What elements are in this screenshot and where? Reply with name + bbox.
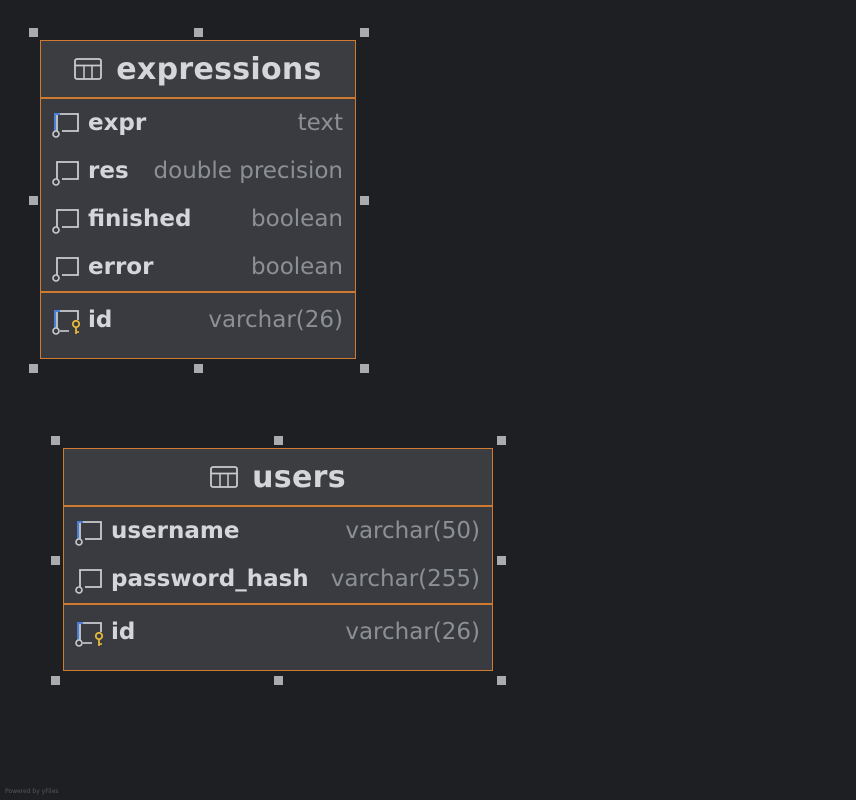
resize-handle-top-left[interactable] xyxy=(51,436,60,445)
resize-handle-left[interactable] xyxy=(29,196,38,205)
table-grid-icon xyxy=(74,58,103,80)
primary-key-column-icon xyxy=(51,305,81,335)
column-type: varchar(50) xyxy=(345,518,480,544)
resize-handle-bottom-left[interactable] xyxy=(29,364,38,373)
column-name: res xyxy=(88,158,129,184)
primary-key-divider xyxy=(41,291,355,293)
column-type: boolean xyxy=(251,206,343,232)
resize-handle-top-right[interactable] xyxy=(360,28,369,37)
column-name: finished xyxy=(88,206,192,232)
column-type: boolean xyxy=(251,254,343,280)
resize-handle-bottom-right[interactable] xyxy=(360,364,369,373)
primary-key-row[interactable]: id varchar(26) xyxy=(64,605,492,659)
column-name: password_hash xyxy=(111,566,309,592)
column-row[interactable]: password_hash varchar(255) xyxy=(64,555,492,603)
column-name: id xyxy=(111,619,136,645)
column-type: text xyxy=(297,110,343,136)
column-name: username xyxy=(111,518,240,544)
resize-handle-bottom-left[interactable] xyxy=(51,676,60,685)
column-type: varchar(26) xyxy=(208,307,343,333)
column-type: double precision xyxy=(153,158,343,184)
resize-handle-top-left[interactable] xyxy=(29,28,38,37)
column-type: varchar(255) xyxy=(330,566,480,592)
column-row[interactable]: username varchar(50) xyxy=(64,507,492,555)
resize-handle-top[interactable] xyxy=(194,28,203,37)
column-icon xyxy=(51,252,81,282)
table-grid-icon xyxy=(210,466,239,488)
column-icon xyxy=(51,156,81,186)
table-title: users xyxy=(252,459,346,495)
primary-key-column-icon xyxy=(74,617,104,647)
table-header[interactable]: expressions xyxy=(41,41,355,99)
resize-handle-bottom[interactable] xyxy=(194,364,203,373)
resize-handle-top[interactable] xyxy=(274,436,283,445)
resize-handle-top-right[interactable] xyxy=(497,436,506,445)
resize-handle-right[interactable] xyxy=(497,556,506,565)
table-title: expressions xyxy=(116,51,322,87)
column-icon xyxy=(74,564,104,594)
resize-handle-left[interactable] xyxy=(51,556,60,565)
column-name: error xyxy=(88,254,154,280)
footer-note: Powered by yFiles xyxy=(5,788,59,795)
table-header[interactable]: users xyxy=(64,449,492,507)
column-type: varchar(26) xyxy=(345,619,480,645)
table-users[interactable]: users username varchar(50) password_hash… xyxy=(63,448,493,671)
resize-handle-bottom-right[interactable] xyxy=(497,676,506,685)
column-icon xyxy=(51,204,81,234)
primary-key-row[interactable]: id varchar(26) xyxy=(41,293,355,347)
column-name: expr xyxy=(88,110,147,136)
column-row[interactable]: finished boolean xyxy=(41,195,355,243)
resize-handle-right[interactable] xyxy=(360,196,369,205)
column-icon xyxy=(74,516,104,546)
column-row[interactable]: res double precision xyxy=(41,147,355,195)
column-name: id xyxy=(88,307,113,333)
primary-key-divider xyxy=(64,603,492,605)
table-expressions[interactable]: expressions expr text res double precisi… xyxy=(40,40,356,359)
column-icon xyxy=(51,108,81,138)
column-row[interactable]: expr text xyxy=(41,99,355,147)
column-row[interactable]: error boolean xyxy=(41,243,355,291)
resize-handle-bottom[interactable] xyxy=(274,676,283,685)
